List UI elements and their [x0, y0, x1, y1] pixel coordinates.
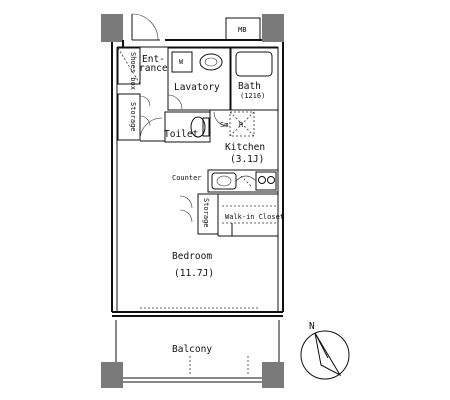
meter-box-label: MB [238, 26, 246, 34]
walk-in-closet-label: Walk-in Closet [225, 213, 284, 221]
refrigerator-space [229, 111, 255, 137]
balcony-area [112, 315, 283, 383]
column-top-left [101, 14, 123, 42]
entrance-storage [117, 47, 151, 141]
entrance-label-1: Ent- [142, 54, 165, 65]
toilet-room [139, 111, 211, 143]
column-top-right [262, 14, 284, 42]
toilet-label: Toilet [164, 129, 198, 140]
column-bottom-right [262, 362, 284, 388]
bedroom-size-label: (11.7J) [174, 268, 214, 279]
lavatory-room [167, 47, 231, 111]
balcony-label: Balcony [172, 344, 212, 355]
north-compass [300, 330, 350, 380]
storage-left-label: Storage [129, 102, 137, 132]
entrance-label-2: rance [139, 63, 168, 74]
bath-room [230, 47, 279, 111]
bath-label: Bath [238, 81, 261, 92]
entrance-door [131, 13, 160, 41]
column-bottom-left [101, 362, 123, 388]
lavatory-label: Lavatory [174, 82, 220, 93]
kitchen-size-label: (3.1J) [230, 154, 264, 165]
shelf-mark: Sm [220, 121, 228, 129]
kitchen-label: Kitchen [225, 142, 265, 153]
bedroom-label: Bedroom [172, 251, 212, 262]
storage-closet [179, 193, 278, 237]
counter-label: Counter [172, 174, 202, 182]
bath-size-label: (1216) [240, 92, 265, 100]
kitchen-counter [207, 169, 279, 193]
storage-mid-label: Storage [202, 198, 210, 228]
bedroom-window [140, 307, 258, 313]
compass-north-label: N [309, 321, 315, 332]
washer-mark: W [179, 58, 184, 66]
shoes-box-label: Shoes box [129, 52, 137, 90]
refrigerator-mark: R [239, 121, 244, 129]
